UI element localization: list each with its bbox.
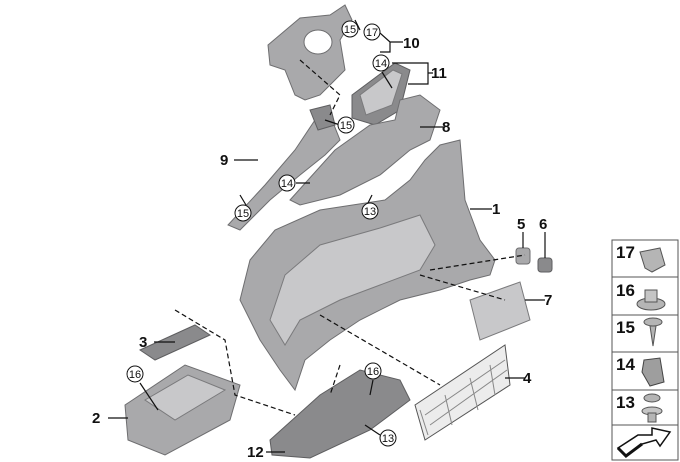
- part-9-rail: [227, 104, 341, 231]
- callout-4: 4: [523, 370, 532, 387]
- callout-12: 12: [247, 444, 264, 461]
- part-2-storage-box: [124, 364, 241, 456]
- circle-callout-15-mid: 15: [337, 116, 355, 134]
- part-7-cover: [469, 281, 531, 341]
- svg-text:14: 14: [375, 58, 387, 70]
- svg-text:14: 14: [616, 355, 635, 374]
- callout-5: 5: [517, 216, 525, 233]
- callout-1: 1: [492, 201, 500, 218]
- callout-11: 11: [431, 65, 447, 82]
- clip-nut-icon: [639, 247, 666, 273]
- circle-callout-14-top: 14: [372, 54, 390, 72]
- svg-text:15: 15: [237, 208, 249, 220]
- part-4-net: [414, 344, 511, 441]
- callout-7: 7: [544, 292, 552, 309]
- legend-item-17: 17: [616, 243, 666, 273]
- direction-arrow-icon: [616, 427, 672, 458]
- part-10-bracket: [267, 4, 353, 101]
- circle-callout-15-low: 15: [234, 204, 252, 222]
- callout-9: 9: [220, 152, 228, 169]
- svg-text:16: 16: [129, 369, 141, 381]
- clip-icon: [641, 357, 665, 387]
- circle-callout-13-tray: 13: [379, 429, 397, 447]
- svg-text:15: 15: [344, 24, 356, 36]
- flange-nut-icon: [636, 289, 666, 311]
- push-rivet-icon: [641, 393, 663, 423]
- svg-text:13: 13: [364, 206, 376, 218]
- svg-text:15: 15: [340, 120, 352, 132]
- callout-3: 3: [139, 334, 147, 351]
- part-11-insert: [351, 62, 411, 126]
- callout-10: 10: [403, 35, 420, 52]
- part-6-cap: [537, 257, 553, 273]
- callout-8: 8: [442, 119, 450, 136]
- legend-item-16: 16: [616, 281, 666, 311]
- legend-item-15: 15: [616, 317, 663, 347]
- svg-text:17: 17: [616, 243, 635, 262]
- circle-callout-16-left: 16: [126, 365, 144, 383]
- circle-callout-13-mid: 13: [361, 202, 379, 220]
- circle-callout-16-tray: 16: [364, 362, 382, 380]
- svg-text:16: 16: [616, 281, 635, 300]
- callout-2: 2: [92, 410, 100, 427]
- svg-text:17: 17: [366, 27, 378, 39]
- circle-callout-15-top: 15: [341, 20, 359, 38]
- circle-callout-14-mid: 14: [278, 174, 296, 192]
- svg-text:16: 16: [367, 366, 379, 378]
- legend-item-13: 13: [616, 393, 663, 423]
- part-8-trim: [289, 94, 441, 206]
- svg-text:15: 15: [616, 318, 635, 337]
- circle-callout-17-top: 17: [363, 23, 381, 41]
- part-12-tray: [269, 369, 411, 459]
- callout-6: 6: [539, 216, 547, 233]
- expanding-rivet-icon: [643, 317, 663, 347]
- svg-text:13: 13: [616, 393, 635, 412]
- svg-text:13: 13: [382, 433, 394, 445]
- legend-item-14: 14: [616, 355, 665, 387]
- fastener-legend: 17 16 15 14 13: [611, 239, 679, 461]
- svg-text:14: 14: [281, 178, 293, 190]
